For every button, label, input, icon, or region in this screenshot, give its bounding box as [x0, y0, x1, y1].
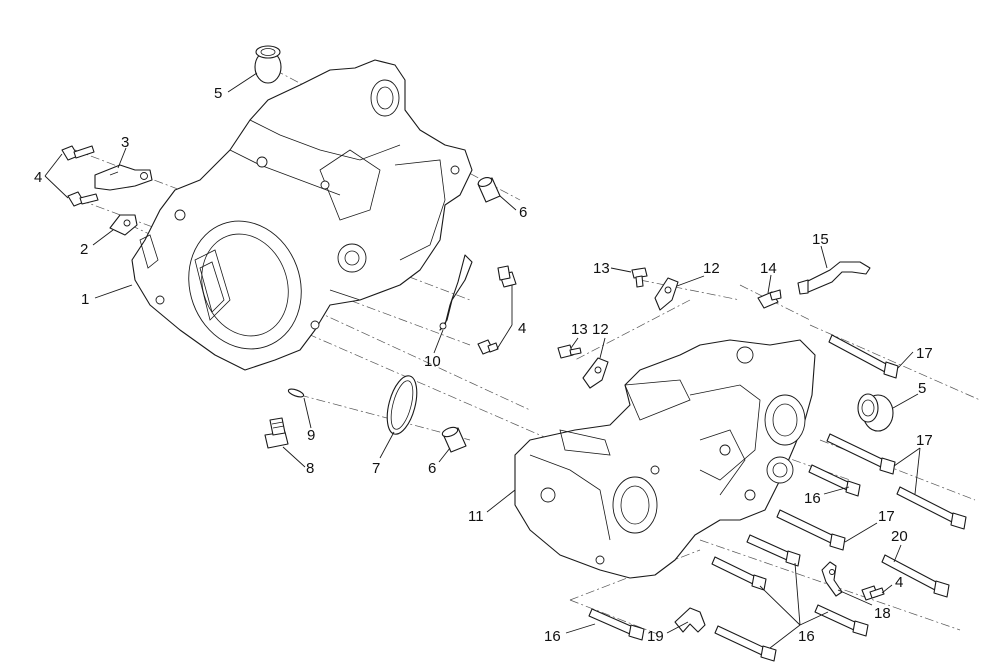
bolt-17-lower	[776, 509, 846, 551]
callout-19: 19	[647, 628, 664, 645]
dowel-sleeve-top	[477, 176, 501, 203]
bolt-16-b	[746, 534, 801, 567]
callout-11: 11	[468, 508, 484, 525]
elbow-fitting	[757, 289, 782, 309]
bolt-17-mid	[826, 433, 896, 475]
callout-17-lower: 17	[878, 508, 895, 525]
bolt-16-a	[808, 464, 861, 497]
dowel-sleeve-bottom	[441, 426, 467, 453]
breather-pipe	[797, 261, 871, 295]
long-bolts	[588, 334, 967, 662]
drain-plug	[264, 417, 289, 449]
callout-5-top: 5	[214, 85, 222, 102]
callout-8: 8	[306, 460, 314, 477]
gasket-bracket	[439, 254, 473, 331]
seal-bushing-top	[254, 45, 282, 84]
callout-2: 2	[80, 241, 88, 258]
bolt-20	[881, 554, 950, 598]
bolt-16-d	[814, 604, 869, 637]
seal-bushing-right	[857, 393, 894, 432]
callout-15: 15	[812, 231, 829, 248]
bolt-16-e	[714, 625, 777, 662]
callout-6-top: 6	[519, 204, 527, 221]
bolt-16-c	[711, 556, 767, 591]
bolt-17-top	[828, 334, 899, 379]
bolt-4-upper-left	[61, 145, 95, 161]
bolt-16-f	[588, 608, 645, 641]
callout-9: 9	[307, 427, 315, 444]
callout-20: 20	[891, 528, 908, 545]
callout-14: 14	[760, 260, 777, 277]
callout-1: 1	[81, 291, 89, 308]
screw-13-lower	[557, 344, 582, 359]
cable-clip	[821, 561, 843, 597]
mounting-bracket	[94, 164, 153, 191]
o-ring	[287, 388, 305, 398]
bolt-4-right	[861, 585, 885, 601]
bolt-4-upper-mid	[497, 265, 517, 288]
callout-7: 7	[372, 460, 380, 477]
callout-16-c: 16	[798, 628, 815, 645]
clip-12-upper	[654, 277, 679, 311]
bolt-17-long	[896, 486, 967, 530]
hose-clip	[674, 607, 706, 633]
callout-13-lower: 13	[571, 321, 588, 338]
callout-12-upper: 12	[703, 260, 720, 277]
lock-plate	[109, 214, 138, 236]
bolt-4-lower-mid	[477, 339, 499, 355]
callout-6-bottom: 6	[428, 460, 436, 477]
left-crankcase-half	[131, 59, 473, 371]
right-crankcase-half	[514, 339, 816, 579]
callout-10: 10	[424, 353, 441, 370]
clip-12-lower	[582, 357, 609, 389]
callout-18: 18	[874, 605, 891, 622]
oval-gasket-seal	[386, 375, 418, 435]
callout-13-upper: 13	[593, 260, 610, 277]
callout-16-b: 16	[544, 628, 561, 645]
callout-5-right: 5	[918, 380, 926, 397]
callout-4-mid: 4	[518, 320, 526, 337]
callout-12-lower: 12	[592, 321, 609, 338]
screw-13-upper	[631, 267, 648, 288]
bolt-4-lower-left	[67, 191, 99, 207]
callout-4-left: 4	[34, 169, 42, 186]
callout-16-a: 16	[804, 490, 821, 507]
leader-lines	[44, 72, 921, 649]
callout-4-right: 4	[895, 574, 903, 591]
callout-3: 3	[121, 134, 129, 151]
callout-labels: 1 2 3 4 5 6 4 10 9 8 7 6 11 13 12 14 15 …	[34, 85, 933, 645]
callout-17-mid: 17	[916, 432, 933, 449]
callout-17-top: 17	[916, 345, 933, 362]
